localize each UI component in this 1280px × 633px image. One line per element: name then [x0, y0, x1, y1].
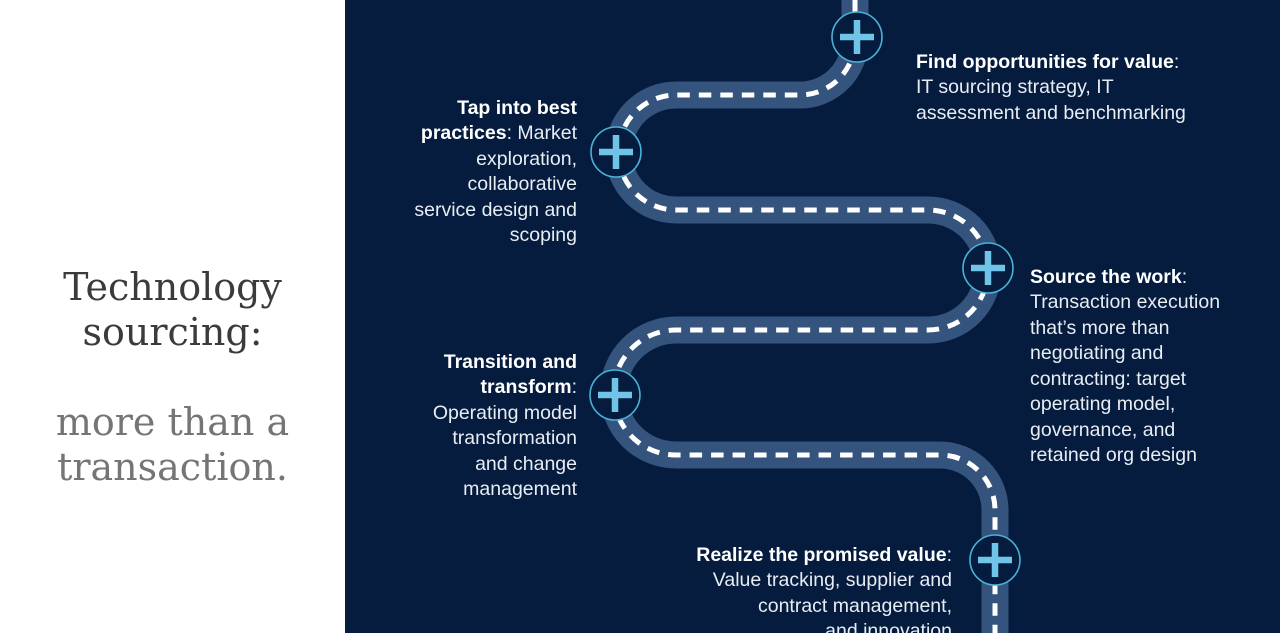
- plus-icon: [598, 378, 632, 412]
- stage-title: Source the work: [1030, 265, 1182, 288]
- stage-separator: :: [506, 122, 512, 144]
- stage-description: IT sourcing strategy, IT assessment and …: [916, 76, 1186, 124]
- page-title: Technology sourcing: more than a transac…: [0, 220, 345, 535]
- stage-text-realize-the-promised-value: Realize the promised value: Value tracki…: [600, 517, 952, 633]
- journey-node-source-the-work[interactable]: [962, 242, 1014, 294]
- stage-description: Operating model transformation and chang…: [432, 401, 577, 500]
- stage-separator: :: [1173, 50, 1180, 73]
- page-title-strong: Technology sourcing:: [63, 265, 282, 354]
- journey-node-find-opportunities[interactable]: [831, 11, 883, 63]
- stage-text-transition-and-transform: Transition and transform: Operating mode…: [377, 324, 577, 503]
- stage-description: Transaction execution that’s more than n…: [1030, 291, 1221, 466]
- stage-title: Transition and transform: [443, 350, 577, 399]
- plus-icon: [840, 20, 874, 54]
- stage-separator: :: [571, 376, 577, 398]
- left-panel: Technology sourcing: more than a transac…: [0, 0, 345, 633]
- stage-separator: :: [946, 543, 952, 566]
- journey-node-tap-into-best-practices[interactable]: [590, 126, 642, 178]
- stage-description: Market exploration, collaborative servic…: [414, 122, 577, 246]
- plus-icon: [599, 135, 633, 169]
- journey-node-transition-and-transform[interactable]: [589, 369, 641, 421]
- stage-title: Realize the promised value: [696, 543, 947, 566]
- stage-separator: :: [1181, 265, 1188, 288]
- plus-icon: [971, 251, 1005, 285]
- stage-title: Find opportunities for value: [916, 50, 1174, 73]
- page-title-light: more than a transaction.: [55, 400, 290, 489]
- journey-node-realize-the-promised-value[interactable]: [969, 534, 1021, 586]
- stage-title: Tap into best practices: [420, 96, 577, 145]
- stage-description: Value tracking, supplier and contract ma…: [712, 569, 952, 633]
- stage-text-source-the-work: Source the work: Transaction execution t…: [1030, 239, 1275, 469]
- plus-icon: [978, 543, 1012, 577]
- stage-text-find-opportunities: Find opportunities for value: IT sourcin…: [916, 24, 1261, 126]
- stage-text-tap-into-best-practices: Tap into best practices: Market explorat…: [377, 70, 577, 249]
